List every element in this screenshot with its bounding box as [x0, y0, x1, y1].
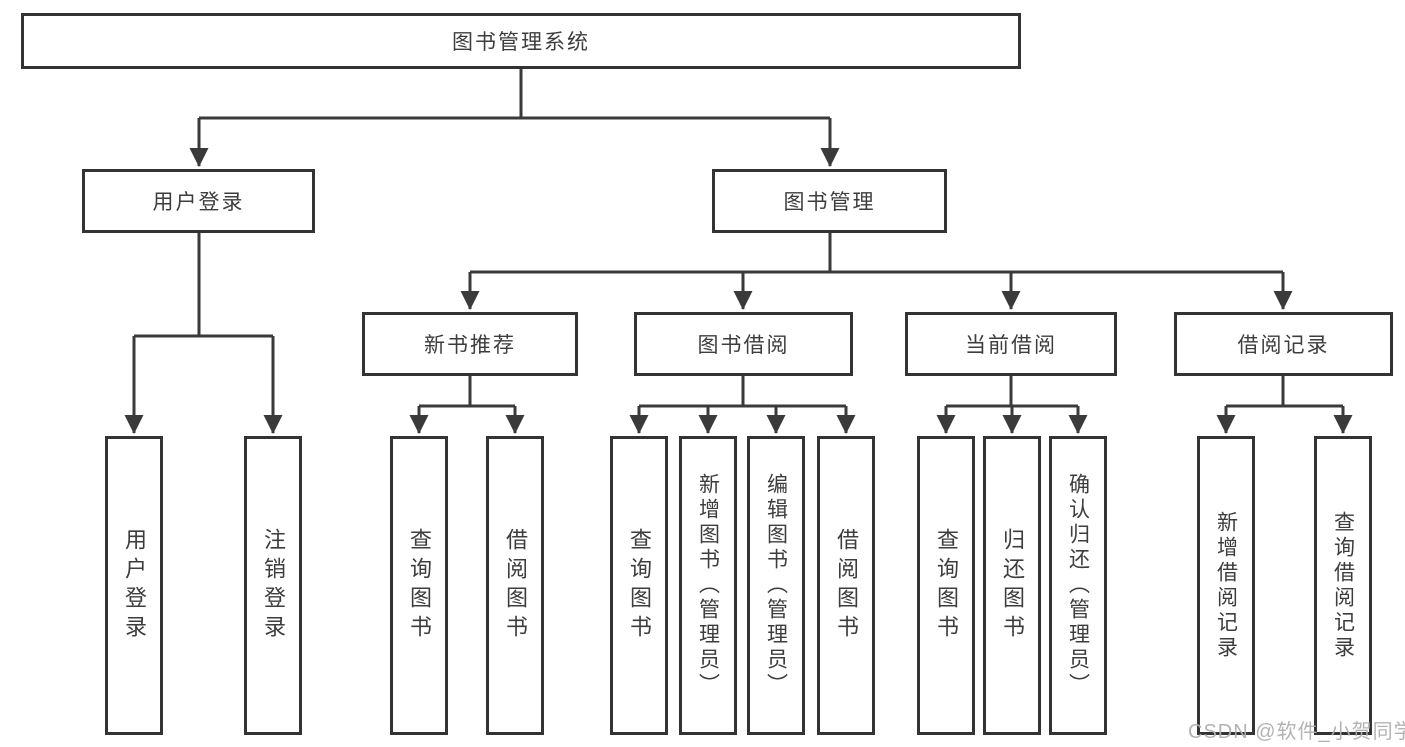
node-book-management: 图书管理	[712, 169, 947, 233]
leaf-query-books: 查询图书	[917, 436, 975, 735]
leaf-query-books: 查询图书	[610, 436, 668, 735]
trunk-lines	[134, 69, 1343, 408]
csdn-watermark: CSDN @软件_小贺同学	[1188, 721, 1405, 743]
leaf-query-borrow-record: 查询借阅记录	[1314, 436, 1372, 735]
node-new-book-recommendation: 新书推荐	[362, 312, 578, 376]
node-borrowing-records: 借阅记录	[1174, 312, 1393, 376]
leaf-user-login: 用户登录	[105, 436, 163, 735]
leaf-logout: 注销登录	[244, 436, 302, 735]
node-user-login: 用户登录	[82, 169, 315, 233]
node-library-management-system: 图书管理系统	[21, 13, 1021, 69]
arrow-drops	[124, 118, 1353, 434]
node-current-borrowing: 当前借阅	[905, 312, 1117, 376]
node-book-borrowing: 图书借阅	[634, 312, 853, 376]
leaf-borrow-books: 借阅图书	[817, 436, 875, 735]
leaf-borrow-books: 借阅图书	[486, 436, 544, 735]
leaf-add-borrow-record: 新增借阅记录	[1197, 436, 1255, 735]
leaf-return-books: 归还图书	[983, 436, 1041, 735]
leaf-query-books: 查询图书	[390, 436, 448, 735]
leaf-confirm-return-admin: 确认归还（管理员）	[1049, 436, 1107, 735]
leaf-add-book-admin: 新增图书（管理员）	[679, 436, 737, 735]
leaf-edit-book-admin: 编辑图书（管理员）	[747, 436, 805, 735]
